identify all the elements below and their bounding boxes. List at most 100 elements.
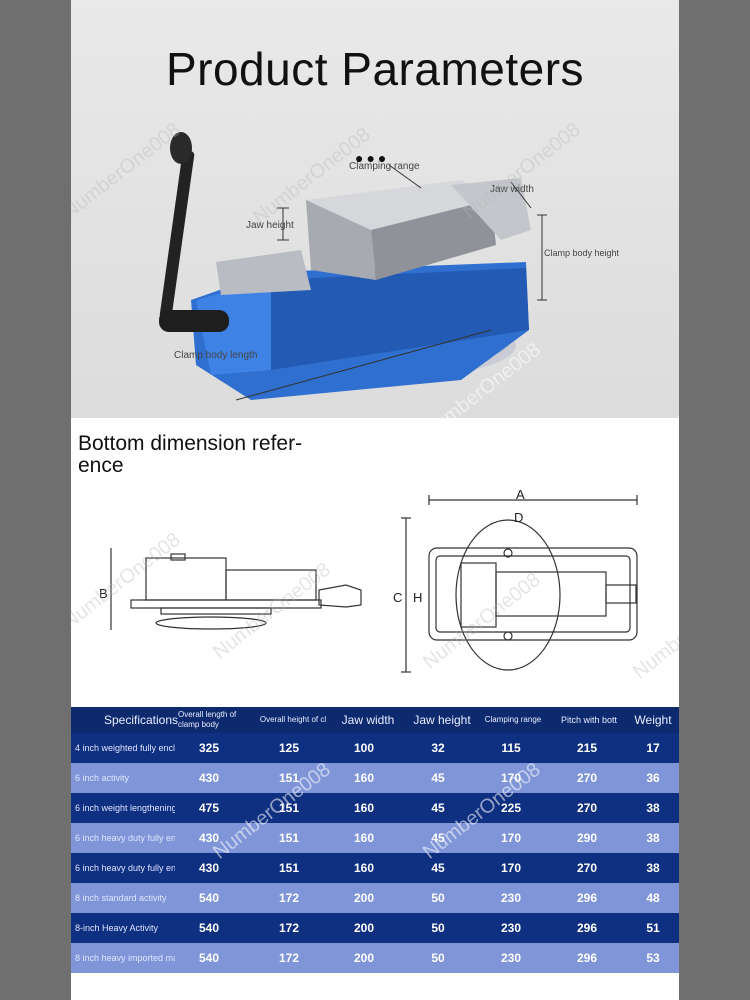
- row-value: 215: [576, 741, 598, 755]
- dim-d: D: [514, 510, 524, 525]
- header-pitch: Pitch with bott: [560, 715, 618, 725]
- dim-a: A: [516, 487, 525, 502]
- label-clamp-body-height: Clamp body height: [544, 248, 620, 258]
- row-specification: 6 inch activity: [75, 773, 130, 783]
- row-value: 36: [646, 771, 660, 785]
- row-value: 125: [278, 741, 300, 755]
- row-value: 115: [501, 741, 521, 755]
- row-value: 200: [353, 921, 375, 935]
- row-value: 38: [646, 831, 660, 845]
- row-value: 45: [431, 771, 445, 785]
- row-value: 17: [646, 741, 660, 755]
- row-value: 48: [646, 891, 660, 905]
- header-clamping-range: Clamping range: [484, 715, 542, 724]
- dimension-line-drawings: [110, 495, 638, 673]
- header-overall-height: Overall height of cl: [259, 715, 327, 724]
- row-value: 170: [500, 861, 522, 875]
- dim-c: C: [393, 590, 403, 605]
- row-specification: 6 inch weight lengthening activity: [75, 803, 175, 813]
- row-value: 172: [278, 891, 300, 905]
- row-value: 200: [353, 951, 375, 965]
- row-value: 45: [431, 801, 445, 815]
- row-value: 50: [431, 891, 445, 905]
- row-value: 160: [353, 831, 375, 845]
- row-value: 172: [278, 921, 300, 935]
- table-row: 6 inch heavy duty fully enclose 430 151 160…: [71, 853, 679, 883]
- row-value: 160: [353, 861, 375, 875]
- row-value: 151: [278, 861, 300, 875]
- table-body: 4 inch weighted fully enclose 325 125 100 32…: [71, 733, 679, 973]
- row-value: 170: [500, 831, 522, 845]
- parameters-table: Specifications Overall length of clamp b…: [71, 707, 679, 973]
- table-row: 6 inch activity 430 151 160 45 170 270 36: [71, 763, 679, 793]
- row-specification: 6 inch heavy duty fully enclosed activit…: [75, 833, 175, 843]
- row-specification: 4 inch weighted fully enclose: [75, 743, 175, 753]
- dim-b: B: [99, 586, 108, 601]
- row-value: 270: [576, 861, 598, 875]
- row-value: 38: [646, 861, 660, 875]
- label-jaw-width: Jaw width: [490, 184, 534, 195]
- row-value: 50: [431, 951, 445, 965]
- row-value: 296: [576, 921, 598, 935]
- table-row: 8 inch standard activity 540 172 200 50 230 29…: [71, 883, 679, 913]
- table-row: 6 inch weight lengthening activity 475 151…: [71, 793, 679, 823]
- row-value: 270: [576, 801, 598, 815]
- row-value: 296: [576, 951, 598, 965]
- table-row: 8-inch Heavy Activity 540 172 200 50 230 296 51: [71, 913, 679, 943]
- row-value: 230: [500, 921, 522, 935]
- row-value: 170: [500, 771, 522, 785]
- row-value: 290: [576, 831, 598, 845]
- label-jaw-height: Jaw height: [246, 220, 294, 231]
- dots-decoration: ●●●: [355, 150, 390, 166]
- row-value: 540: [198, 921, 220, 935]
- header-jaw-width: Jaw width: [341, 713, 395, 727]
- row-value: 151: [278, 771, 300, 785]
- row-value: 225: [500, 801, 522, 815]
- row-value: 50: [431, 921, 445, 935]
- product-page: Product Parameters ●●● Clamping range Ja…: [71, 0, 679, 1000]
- row-specification: 8 inch heavy imported material: [75, 953, 175, 963]
- row-value: 540: [198, 951, 220, 965]
- row-value: 151: [278, 831, 300, 845]
- header-jaw-height: Jaw height: [413, 713, 471, 727]
- row-value: 53: [646, 951, 660, 965]
- row-value: 270: [576, 771, 598, 785]
- row-value: 325: [198, 741, 220, 755]
- row-value: 172: [278, 951, 300, 965]
- row-value: 45: [431, 831, 445, 845]
- row-value: 160: [353, 801, 375, 815]
- row-value: 430: [198, 771, 220, 785]
- header-specifications: Specifications: [103, 713, 179, 727]
- row-value: 51: [646, 921, 660, 935]
- table-row: 8 inch heavy imported material 540 172 200 5…: [71, 943, 679, 973]
- row-specification: 8-inch Heavy Activity: [75, 923, 159, 933]
- table-row: 4 inch weighted fully enclose 325 125 100 32…: [71, 733, 679, 763]
- row-value: 38: [646, 801, 660, 815]
- hero-section: Product Parameters ●●● Clamping range Ja…: [71, 0, 679, 418]
- row-value: 430: [198, 861, 220, 875]
- row-value: 230: [500, 891, 522, 905]
- bottom-reference-title: Bottom dimension refer- ence: [78, 432, 303, 477]
- dim-h: H: [413, 590, 423, 605]
- row-value: 230: [500, 951, 522, 965]
- row-value: 540: [198, 891, 220, 905]
- row-value: 475: [198, 801, 220, 815]
- label-clamping-range: Clamping range: [349, 161, 420, 172]
- vise-illustration: [159, 132, 547, 401]
- row-value: 200: [353, 891, 375, 905]
- label-clamp-body-length: Clamp body length: [174, 350, 258, 361]
- row-specification: 8 inch standard activity: [75, 893, 167, 903]
- row-value: 100: [353, 741, 375, 755]
- header-weight: Weight: [634, 713, 672, 727]
- table-header-row: Specifications Overall length of clamp b…: [71, 707, 679, 733]
- row-value: 430: [198, 831, 220, 845]
- row-value: 160: [353, 771, 375, 785]
- row-value: 32: [431, 741, 445, 755]
- table-row: 6 inch heavy duty fully enclosed activit…: [71, 823, 679, 853]
- row-value: 45: [431, 861, 445, 875]
- page-title: Product Parameters: [165, 43, 585, 95]
- row-value: 151: [278, 801, 300, 815]
- header-overall-length: Overall length of clamp body: [178, 710, 237, 729]
- row-value: 296: [576, 891, 598, 905]
- row-specification: 6 inch heavy duty fully enclose: [75, 863, 175, 873]
